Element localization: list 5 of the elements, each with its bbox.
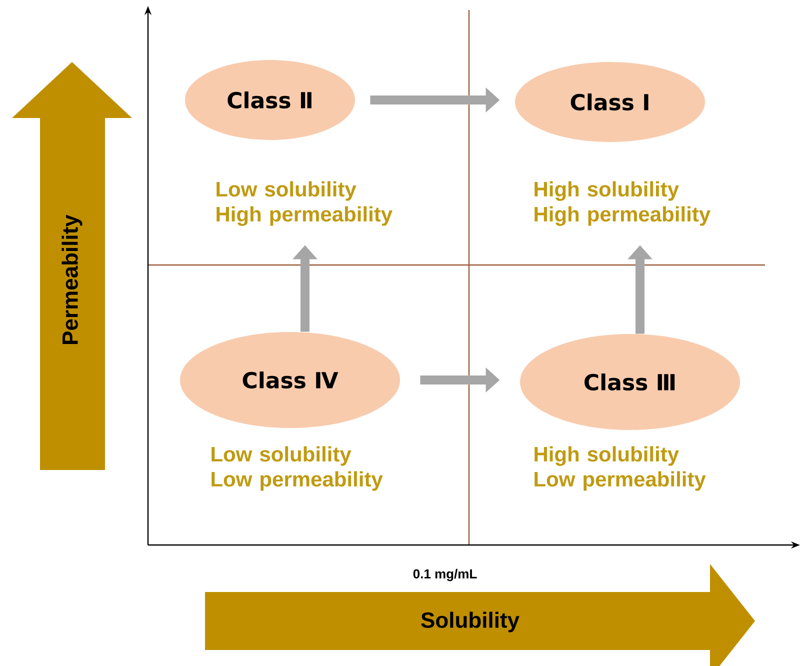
- quadrant-description: Low solubility High permeability: [216, 181, 392, 226]
- quadrant-description: High solubility High permeability: [534, 181, 710, 226]
- quadrant-description: High solubility Low permeability: [534, 446, 706, 491]
- quadrant-description: Low solubility Low permeability: [212, 446, 383, 491]
- threshold-label: 0.1 mg/mL: [413, 568, 477, 582]
